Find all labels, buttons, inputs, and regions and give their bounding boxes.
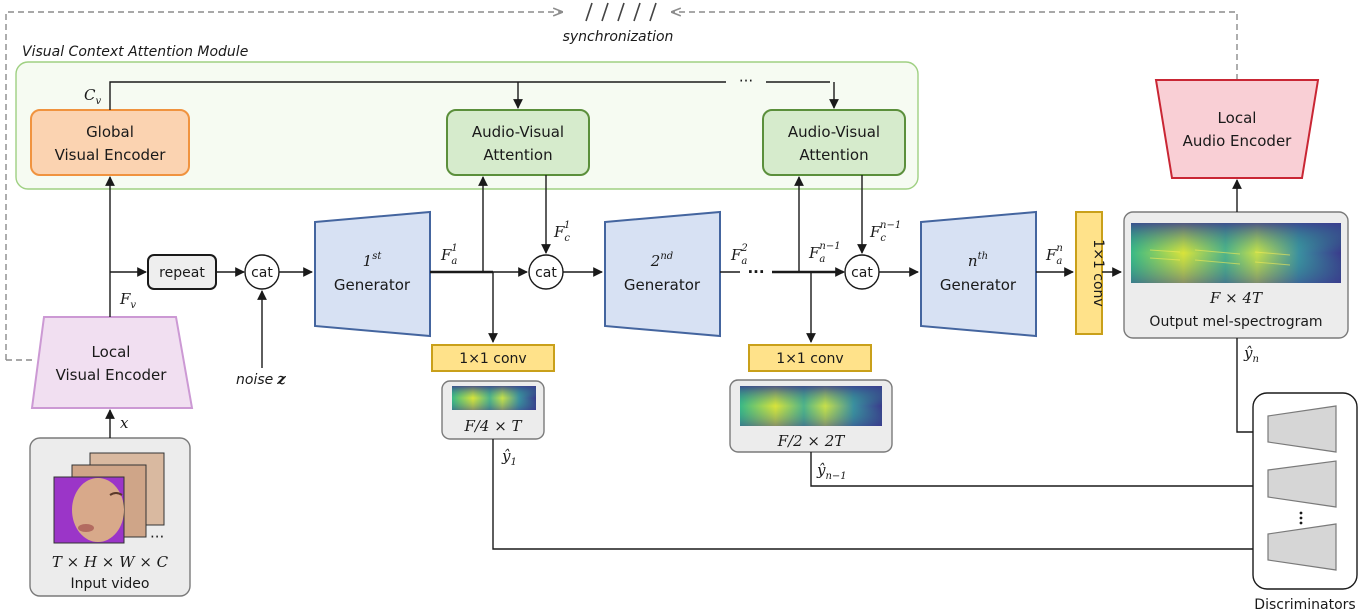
audio-visual-attention-1: [446, 109, 590, 176]
input-label: Input video: [71, 576, 150, 592]
video-frames: [53, 452, 165, 544]
local-audio-encoder: [1154, 79, 1320, 179]
global-encoder-line1: Global: [86, 123, 134, 141]
generator-1-index: 1st: [363, 251, 383, 270]
audio-visual-attention-n: [762, 109, 906, 176]
discriminator-1: [1267, 405, 1337, 453]
spectrogram-1-dim: F/4 × T: [463, 417, 522, 435]
conv-1-label: 1×1 conv: [459, 351, 526, 367]
input-dim-label: T × H × W × C: [52, 553, 169, 571]
cat-3-label: cat: [851, 265, 873, 281]
conv-1: [431, 344, 555, 372]
yn-label: ŷn: [1243, 344, 1259, 365]
spectrogram-1-image: [452, 386, 536, 410]
fan1-label: Fan−1: [808, 241, 841, 265]
av-attention-n-line1: Audio-Visual: [788, 123, 880, 141]
generator-2-index: 2nd: [650, 251, 673, 270]
output-dim-label: F × 4T: [1209, 289, 1263, 307]
fc1-label: Fc1: [553, 220, 570, 244]
middle-ellipsis: ···: [747, 263, 764, 281]
synchronization-loop: synchronization: [5, 2, 1238, 361]
sync-label: synchronization: [563, 29, 674, 45]
x-label: x: [120, 414, 129, 432]
fa1-label: Fa1: [440, 243, 458, 267]
generator-n-name: Generator: [940, 276, 1017, 294]
global-encoder-line2: Visual Encoder: [55, 146, 167, 164]
discriminator-n: [1267, 523, 1337, 571]
y1-label: ŷ1: [501, 447, 517, 468]
generator-2-name: Generator: [624, 276, 701, 294]
spectrogram-n1-image: [740, 386, 882, 426]
generator-n-index: nth: [968, 251, 988, 270]
local-visual-line2: Visual Encoder: [56, 366, 168, 384]
cat-2-label: cat: [535, 265, 557, 281]
fcn1-label: Fcn−1: [869, 220, 901, 244]
av-attention-n-line2: Attention: [799, 146, 868, 164]
fv-label: Fv: [119, 290, 136, 311]
conv-vertical: [1075, 211, 1103, 335]
local-audio-line2: Audio Encoder: [1183, 132, 1293, 150]
av-attention-1-line1: Audio-Visual: [472, 123, 564, 141]
module-title: Visual Context Attention Module: [22, 44, 248, 60]
cat-1-label: cat: [251, 265, 273, 281]
fan-label: Fan: [1045, 243, 1063, 267]
discriminator-vertical-ellipsis: [1299, 511, 1303, 525]
spectrogram-n1-dim: F/2 × 2T: [777, 432, 846, 450]
generator-2: [604, 210, 721, 338]
output-spectrogram-image: [1131, 223, 1341, 283]
generator-1: [314, 210, 431, 338]
conv-n1-label: 1×1 conv: [776, 351, 843, 367]
conv-vertical-label: 1×1 conv: [1090, 239, 1106, 306]
frames-ellipsis: ···: [150, 528, 164, 546]
av-attention-1-line2: Attention: [483, 146, 552, 164]
output-label: Output mel-spectrogram: [1149, 314, 1322, 330]
fa2-label: Fa2: [730, 243, 748, 267]
yn1-label: ŷn−1: [816, 461, 847, 482]
local-visual-line1: Local: [92, 343, 131, 361]
local-audio-line1: Local: [1218, 109, 1257, 127]
global-visual-encoder: [30, 109, 190, 176]
cv-label: Cv: [84, 86, 101, 107]
conv-n1: [748, 344, 872, 372]
local-visual-encoder: [30, 316, 194, 409]
discriminators-label: Discriminators: [1254, 597, 1355, 613]
generator-n: [920, 210, 1037, 338]
discriminator-2: [1267, 460, 1337, 508]
generator-1-name: Generator: [334, 276, 411, 294]
top-ellipsis: ···: [739, 72, 753, 90]
repeat-label: repeat: [159, 265, 205, 281]
